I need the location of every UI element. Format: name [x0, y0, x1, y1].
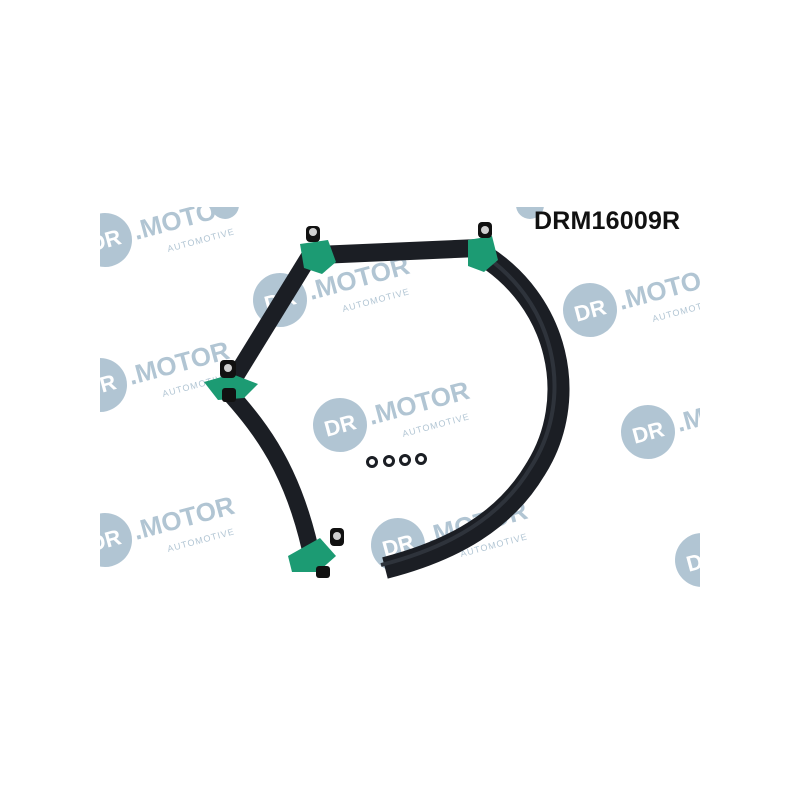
dr-motor-watermark-logo: [100, 324, 237, 421]
hose-connector: [204, 360, 258, 402]
dr-motor-watermark-logo: [100, 207, 242, 276]
dr-motor-watermark-logo: [556, 249, 700, 346]
dr-motor-watermark-logo: [668, 499, 700, 593]
return-hose-assembly: [204, 222, 570, 579]
hose-connector: [288, 528, 344, 578]
dr-motor-watermark-logo: [100, 479, 242, 576]
watermark-layer: [100, 207, 700, 593]
hose-connector: [300, 226, 336, 274]
hose-connector: [468, 222, 498, 272]
part-number-label: DRM16009R: [534, 207, 681, 235]
dr-motor-watermark-logo: [614, 371, 700, 468]
o-ring-seals: [366, 453, 427, 468]
dr-motor-watermark-logo: [306, 364, 477, 461]
